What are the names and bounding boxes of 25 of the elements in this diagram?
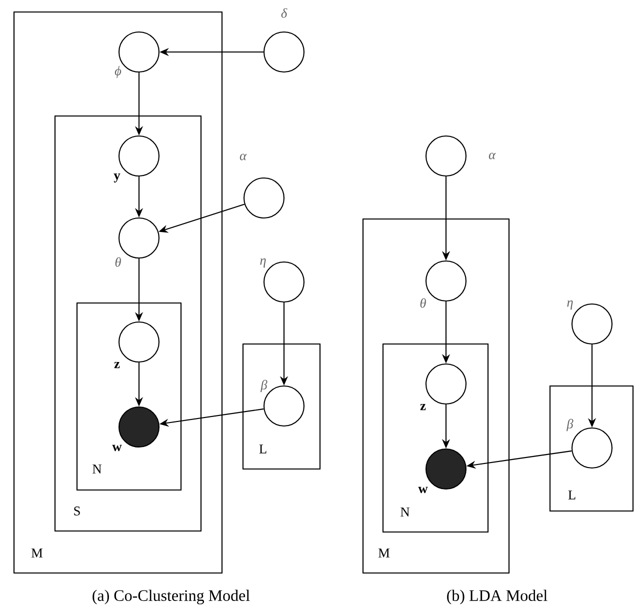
variable-label: w (112, 444, 122, 452)
node-circle (118, 217, 160, 259)
variable-label: θ (420, 298, 426, 308)
node-circle (425, 363, 467, 405)
variable-label: η (260, 258, 266, 268)
variable-label: β (566, 418, 574, 432)
variable-label: α (488, 152, 496, 160)
node-circle (425, 135, 467, 177)
node-circle (571, 303, 613, 345)
variable-label: z (114, 362, 120, 368)
caption: (b) LDA Model (447, 590, 548, 604)
variable-label: δ (281, 8, 288, 18)
variable-label: w (418, 486, 428, 494)
variable-label: β (260, 380, 268, 392)
node-circle (263, 31, 305, 73)
variable-label: z (420, 404, 426, 410)
variable-label: ϕ (114, 66, 122, 78)
variable-label: y (114, 174, 120, 183)
variable-label: η (567, 300, 573, 310)
node-circle (118, 321, 160, 363)
variable-label: α (240, 154, 247, 160)
caption: (a) Co-Clustering Model (92, 590, 250, 604)
node-circle (425, 260, 467, 302)
variable-label: θ (115, 257, 121, 267)
node-circle (243, 177, 285, 219)
